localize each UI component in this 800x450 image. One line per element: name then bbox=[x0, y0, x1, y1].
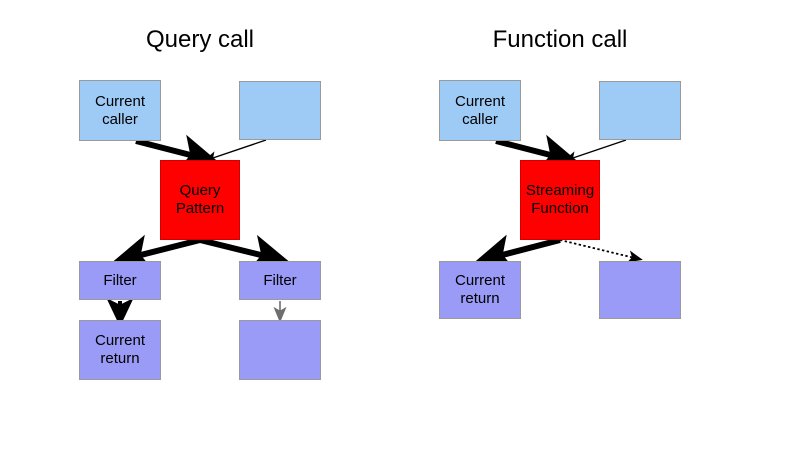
node-caller-other[interactable] bbox=[239, 81, 321, 140]
edge-caller-to-pattern bbox=[135, 134, 219, 171]
node-label-line: Function bbox=[531, 200, 589, 217]
edge-function-to-other bbox=[559, 239, 643, 263]
node-label-line: Streaming bbox=[525, 182, 595, 199]
edge-other-to-pattern bbox=[203, 139, 267, 163]
edge-function-to-return bbox=[474, 234, 561, 271]
node-filter-right[interactable]: Filter bbox=[239, 261, 321, 300]
node-label-line: caller bbox=[102, 110, 138, 128]
node-fn-caller-other[interactable] bbox=[599, 81, 681, 140]
node-fn-return-other[interactable] bbox=[599, 261, 681, 319]
node-label-line: return bbox=[460, 290, 500, 307]
node-label-filter-left: Filter bbox=[103, 272, 136, 290]
edge-pattern-to-filter-left bbox=[112, 234, 201, 271]
node-label-filter-right: Filter bbox=[263, 272, 296, 290]
edge-pattern-to-filter-right bbox=[199, 234, 290, 272]
node-label-line: Query bbox=[179, 182, 221, 199]
node-label-line: return bbox=[100, 350, 140, 367]
node-label-line: Current bbox=[94, 92, 146, 110]
node-filter-left[interactable]: Filter bbox=[79, 261, 161, 300]
panel-title-query-call: Query call bbox=[145, 26, 255, 53]
node-label-line: Pattern bbox=[175, 200, 225, 217]
node-label-line: Filter bbox=[263, 271, 297, 289]
node-label-line: Filter bbox=[103, 271, 137, 289]
node-label-line: Current bbox=[454, 272, 506, 289]
edge-fn-caller-to-function bbox=[495, 134, 579, 171]
panel-title-function-call: Function call bbox=[492, 26, 628, 53]
edge-fn-other-to-function bbox=[563, 139, 627, 163]
node-return-other[interactable] bbox=[239, 320, 321, 380]
node-label-line: Current bbox=[94, 332, 146, 349]
node-label-line: caller bbox=[462, 110, 498, 128]
node-label-line: Current bbox=[454, 92, 506, 110]
